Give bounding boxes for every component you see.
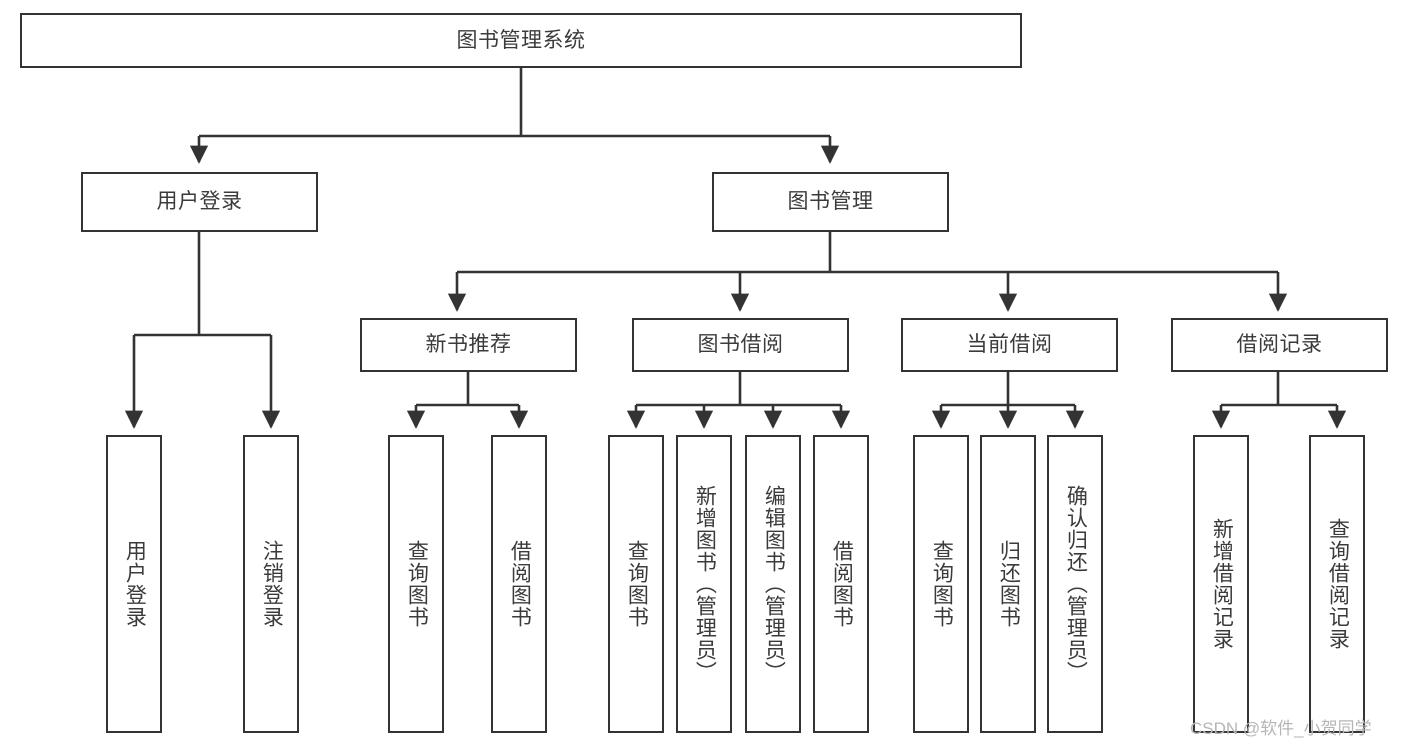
leaf-query-books-current-label: 查询图书 (930, 540, 954, 628)
node-borrow-records-label: 借阅记录 (1236, 333, 1323, 357)
leaf-edit-book-admin-label: 编辑图书（管理员） (762, 485, 786, 683)
node-new-book-recommend-label: 新书推荐 (425, 333, 512, 357)
leaf-logout-label: 注销登录 (260, 540, 284, 628)
node-root-system-label: 图书管理系统 (456, 28, 586, 52)
node-current-borrow-label: 当前借阅 (966, 333, 1053, 357)
leaf-borrow-books-recommend-label: 借阅图书 (508, 540, 532, 628)
leaf-query-books-borrow-label: 查询图书 (625, 540, 649, 628)
leaf-query-books-current[interactable]: 查询图书 (913, 435, 969, 733)
node-current-borrow[interactable]: 当前借阅 (901, 318, 1118, 372)
leaf-add-borrow-record[interactable]: 新增借阅记录 (1193, 435, 1249, 733)
leaf-query-books-borrow[interactable]: 查询图书 (608, 435, 664, 733)
node-user-login-label: 用户登录 (156, 190, 243, 214)
node-book-borrow-label: 图书借阅 (697, 333, 784, 357)
leaf-return-books[interactable]: 归还图书 (980, 435, 1036, 733)
leaf-edit-book-admin[interactable]: 编辑图书（管理员） (745, 435, 801, 733)
node-borrow-records[interactable]: 借阅记录 (1171, 318, 1388, 372)
leaf-query-borrow-record-label: 查询借阅记录 (1326, 518, 1350, 650)
leaf-query-borrow-record[interactable]: 查询借阅记录 (1309, 435, 1365, 733)
leaf-add-borrow-record-label: 新增借阅记录 (1210, 518, 1234, 650)
leaf-borrow-books-borrow-label: 借阅图书 (830, 540, 854, 628)
node-book-borrow[interactable]: 图书借阅 (632, 318, 849, 372)
leaf-confirm-return-admin-label: 确认归还（管理员） (1064, 485, 1088, 683)
node-root-system[interactable]: 图书管理系统 (20, 13, 1022, 68)
node-book-management[interactable]: 图书管理 (712, 172, 949, 232)
leaf-query-books-recommend[interactable]: 查询图书 (388, 435, 444, 733)
leaf-query-books-recommend-label: 查询图书 (405, 540, 429, 628)
leaf-return-books-label: 归还图书 (997, 540, 1021, 628)
leaf-add-book-admin[interactable]: 新增图书（管理员） (676, 435, 732, 733)
node-user-login[interactable]: 用户登录 (81, 172, 318, 232)
leaf-confirm-return-admin[interactable]: 确认归还（管理员） (1047, 435, 1103, 733)
leaf-borrow-books-recommend[interactable]: 借阅图书 (491, 435, 547, 733)
node-new-book-recommend[interactable]: 新书推荐 (360, 318, 577, 372)
leaf-user-login-label: 用户登录 (123, 540, 147, 628)
node-book-management-label: 图书管理 (787, 190, 874, 214)
csdn-watermark: CSDN @软件_小贺同学 (1190, 719, 1372, 738)
leaf-user-login[interactable]: 用户登录 (106, 435, 162, 733)
leaf-add-book-admin-label: 新增图书（管理员） (693, 485, 717, 683)
leaf-borrow-books-borrow[interactable]: 借阅图书 (813, 435, 869, 733)
leaf-logout[interactable]: 注销登录 (243, 435, 299, 733)
